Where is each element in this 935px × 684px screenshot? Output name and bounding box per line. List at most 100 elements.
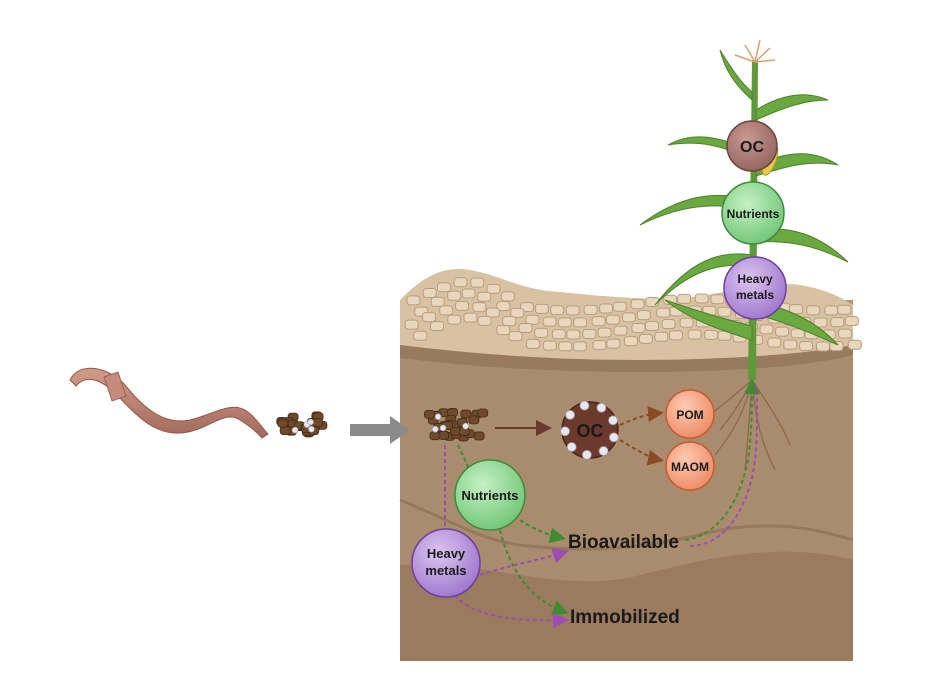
crust-pebble bbox=[500, 291, 515, 302]
soil-nutrients-label: Nutrients bbox=[461, 488, 518, 503]
crust-pebble bbox=[654, 331, 669, 342]
crust-pebble bbox=[510, 307, 525, 318]
crust-pebble bbox=[404, 319, 419, 330]
crust-pebble bbox=[829, 341, 844, 352]
transfer-arrow bbox=[350, 416, 410, 444]
crust-pebble bbox=[551, 329, 566, 340]
crust-pebble bbox=[470, 277, 485, 288]
crust-pebble bbox=[704, 329, 719, 340]
oc-mineral-bit bbox=[608, 432, 619, 443]
mineral-bit bbox=[434, 413, 442, 420]
crust-pebble bbox=[837, 304, 852, 315]
crust-pebble bbox=[525, 314, 540, 325]
crust-pebble bbox=[447, 314, 462, 325]
crust-pebble bbox=[788, 304, 803, 315]
crust-pebble bbox=[455, 300, 470, 311]
crust-pebble bbox=[759, 324, 774, 335]
crust-pebble bbox=[694, 293, 709, 304]
crust-pebble bbox=[837, 328, 852, 339]
crust-pebble bbox=[534, 303, 549, 314]
crust-pebble bbox=[592, 340, 607, 351]
crust-pebble bbox=[830, 317, 845, 328]
crust-pebble bbox=[631, 322, 646, 333]
crust-pebble bbox=[806, 305, 821, 316]
plant-nutrients-label: Nutrients bbox=[727, 207, 780, 221]
crust-pebble bbox=[847, 339, 862, 350]
pellet bbox=[473, 431, 485, 441]
crust-pebble bbox=[599, 303, 614, 314]
mineral-bit bbox=[291, 426, 299, 434]
mineral-bit bbox=[439, 424, 447, 432]
mineral-bit bbox=[431, 425, 439, 433]
pellet bbox=[460, 409, 472, 419]
crust-pebble bbox=[558, 341, 573, 352]
plant-oc-circle: OC bbox=[726, 120, 778, 172]
pellet bbox=[279, 426, 291, 435]
crust-pebble bbox=[824, 305, 839, 316]
flow-arrows bbox=[444, 378, 760, 629]
plant-heavy-metals-circle: Heavy metals bbox=[723, 256, 787, 320]
crust-pebble bbox=[767, 337, 782, 348]
crust-pebble bbox=[496, 301, 511, 312]
crust-pebble bbox=[613, 325, 628, 336]
crust-pebble bbox=[550, 305, 565, 316]
crust-pebble bbox=[472, 302, 487, 313]
crust-pebble bbox=[477, 315, 492, 326]
crust-pebble bbox=[422, 312, 437, 323]
crust-pebble bbox=[565, 305, 580, 316]
crust-pebble bbox=[606, 338, 621, 349]
crust-pebble bbox=[430, 321, 445, 332]
plant-heavy-label-1: Heavy bbox=[737, 272, 773, 286]
crust-pebble bbox=[630, 299, 645, 310]
crust-pebble bbox=[534, 327, 549, 338]
crust-pebble bbox=[447, 290, 462, 301]
immobilized-label: Immobilized bbox=[570, 607, 680, 628]
crust-pebble bbox=[623, 336, 638, 347]
earthworm-icon bbox=[69, 367, 269, 439]
pellet bbox=[477, 408, 489, 418]
soil-cast-pellets-icon bbox=[423, 408, 489, 442]
crust-pebble bbox=[775, 326, 790, 337]
soil-oc-aggregate: OC bbox=[560, 400, 619, 460]
crust-pebble bbox=[621, 312, 636, 323]
crust-pebble bbox=[612, 301, 627, 312]
crust-pebble bbox=[439, 305, 454, 316]
crust-pebble bbox=[453, 277, 468, 288]
crust-pebble bbox=[783, 339, 798, 350]
oc-mineral-bit bbox=[566, 442, 577, 452]
crust-pebble bbox=[687, 329, 702, 340]
soil-heavy-metals-circle: Heavy metals bbox=[411, 528, 481, 598]
pellet bbox=[429, 431, 441, 441]
crust-pebble bbox=[566, 329, 581, 340]
crust-pebble bbox=[679, 317, 694, 328]
crust-pebble bbox=[477, 291, 492, 302]
crust-pebble bbox=[656, 307, 671, 318]
crust-pebble bbox=[677, 293, 692, 304]
mineral-bit bbox=[462, 422, 469, 430]
crust-pebble bbox=[508, 331, 523, 342]
soil-nutrients-circle: Nutrients bbox=[454, 459, 526, 531]
crust-pebble bbox=[717, 306, 732, 317]
crust-pebble bbox=[463, 312, 478, 323]
soil-heavy-label-1: Heavy bbox=[427, 546, 466, 561]
pom-label: POM bbox=[676, 408, 703, 422]
crust-pebble bbox=[605, 314, 620, 325]
crust-pebble bbox=[518, 322, 533, 333]
crust-pebble bbox=[461, 288, 476, 299]
oc-mineral-bit bbox=[596, 402, 607, 413]
crust-pebble bbox=[485, 307, 500, 318]
crust-pebble bbox=[502, 316, 517, 327]
crust-pebble bbox=[572, 341, 587, 352]
oc-mineral-bit bbox=[565, 409, 575, 420]
crust-pebble bbox=[815, 341, 830, 352]
crust-pebble bbox=[486, 283, 501, 294]
crust-pebble bbox=[422, 287, 437, 298]
plant-oc-label: OC bbox=[740, 139, 764, 156]
pellet bbox=[468, 415, 480, 425]
crust-pebble bbox=[542, 340, 557, 351]
crust-pebble bbox=[645, 320, 660, 331]
oc-mineral-bit bbox=[608, 415, 618, 426]
crust-pebble bbox=[710, 294, 725, 305]
crust-pebble bbox=[661, 319, 676, 330]
